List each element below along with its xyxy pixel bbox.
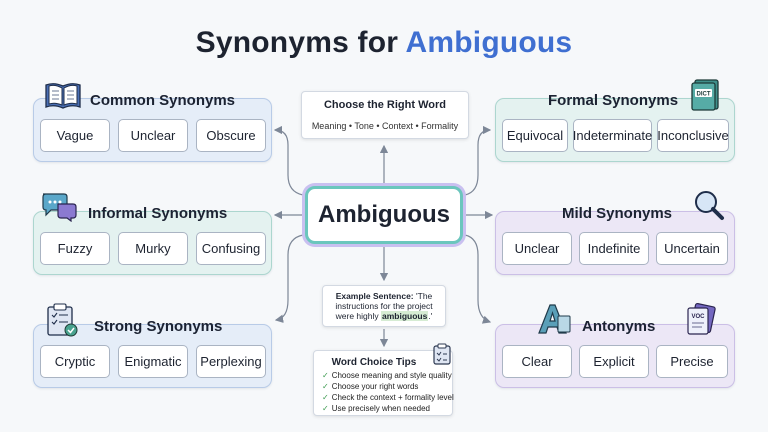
synonym-chip: Indefinite xyxy=(579,232,649,265)
informal-synonyms-title: Informal Synonyms xyxy=(88,205,228,222)
center-node: Ambiguous xyxy=(305,186,463,244)
clipboard-check-icon xyxy=(47,303,78,337)
choose-heading: Choose the Right Word xyxy=(323,99,446,111)
link-common xyxy=(273,125,304,196)
tips-heading: Word Choice Tips xyxy=(331,357,417,368)
magnifier-icon xyxy=(695,191,724,220)
common-synonyms-card: Common Synonyms Vague Unclear Obscure xyxy=(33,92,272,162)
tip-item: ✓Choose meaning and style quality xyxy=(322,371,452,380)
mild-synonyms-title: Mild Synonyms xyxy=(562,205,673,222)
tip-item: ✓Choose your right words xyxy=(322,382,419,391)
formal-synonyms-title: Formal Synonyms xyxy=(548,92,679,109)
choose-subtitle: Meaning • Tone • Context • Formality xyxy=(311,121,459,131)
informal-synonyms-card: Informal Synonyms Fuzzy Murky Confusing xyxy=(33,205,272,275)
synonym-chip: Perplexing xyxy=(196,345,266,378)
antonyms-title: Antonyms xyxy=(582,318,656,335)
synonym-chip: Cryptic xyxy=(40,345,110,378)
link-formal xyxy=(464,125,492,196)
synonym-chip: Uncertain xyxy=(656,232,728,265)
synonym-chip: Indeterminate xyxy=(573,119,652,152)
antonyms-card: Antonyms Clear Explicit Precise xyxy=(495,318,735,388)
strong-synonyms-title: Strong Synonyms xyxy=(94,318,223,335)
link-strong xyxy=(274,234,304,323)
title-accent: Ambiguous xyxy=(405,26,573,59)
example-sentence-box: Example Sentence: 'The instructions for … xyxy=(322,285,446,327)
formal-synonyms-card: Formal Synonyms Equivocal Indeterminate … xyxy=(495,92,735,162)
example-text: 'The instructions for the project were h… xyxy=(335,291,433,321)
dict-label: DICT xyxy=(697,92,711,98)
choose-word-box: Choose the Right Word Meaning • Tone • C… xyxy=(301,91,469,139)
antonym-chip: Explicit xyxy=(579,345,649,378)
dictionary-icon: DICT xyxy=(691,79,719,111)
letter-a-icon xyxy=(538,304,571,334)
common-synonyms-title: Common Synonyms xyxy=(90,92,236,109)
example-highlight: ambiguous xyxy=(381,311,429,321)
synonym-chip: Confusing xyxy=(196,232,266,265)
synonym-chip: Vague xyxy=(40,119,110,152)
synonym-chip: Unclear xyxy=(502,232,572,265)
word-choice-tips-box: Word Choice Tips ✓Choose meaning and sty… xyxy=(313,343,454,416)
synonym-chip: Inconclusive xyxy=(657,119,729,152)
example-lead: Example Sentence: xyxy=(335,291,414,301)
voc-label: VOC xyxy=(691,314,705,320)
synonym-chip: Murky xyxy=(118,232,188,265)
synonym-chip: Enigmatic xyxy=(118,345,188,378)
tips-list: ✓Choose meaning and style quality ✓Choos… xyxy=(322,370,454,414)
synonym-chip: Fuzzy xyxy=(40,232,110,265)
vocabulary-doc-icon: VOC xyxy=(687,302,716,335)
tip-item: ✓Use precisely when needed xyxy=(322,404,430,413)
mild-synonyms-card: Mild Synonyms Unclear Indefinite Uncerta… xyxy=(495,205,735,275)
antonym-chip: Clear xyxy=(502,345,572,378)
title-prefix: Synonyms for xyxy=(195,26,399,59)
page-title: Synonyms for Ambiguous xyxy=(0,26,768,60)
antonym-chip: Precise xyxy=(656,345,728,378)
speech-bubbles-icon xyxy=(42,193,77,222)
link-antonyms xyxy=(464,234,492,324)
synonym-chip: Unclear xyxy=(118,119,188,152)
example-end: .' xyxy=(428,311,433,321)
synonym-chip: Obscure xyxy=(196,119,266,152)
open-book-icon xyxy=(45,83,81,109)
checklist-icon xyxy=(433,343,451,365)
synonym-chip: Equivocal xyxy=(502,119,568,152)
tip-item: ✓Check the context + formality level xyxy=(322,393,454,402)
